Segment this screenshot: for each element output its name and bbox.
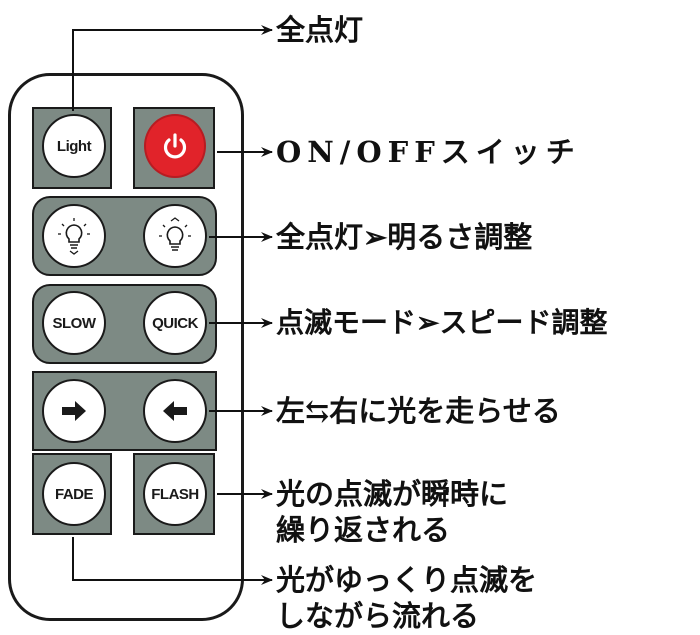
quick-button[interactable]: QUICK <box>143 291 207 355</box>
arrow-left-icon <box>163 401 187 421</box>
arrow-right-icon <box>62 401 86 421</box>
light-button[interactable]: Light <box>42 114 106 178</box>
slow-button[interactable]: SLOW <box>42 291 106 355</box>
slow-button-label: SLOW <box>52 314 97 332</box>
fade-button-label: FADE <box>54 485 94 503</box>
annotation-fade-line1: 光がゆっくり点滅を <box>276 563 538 597</box>
annotation-fade-line2: しながら流れる <box>276 599 480 633</box>
bulb-dim-icon <box>58 218 90 255</box>
quick-button-label: QUICK <box>152 314 198 332</box>
brightness-down-button[interactable] <box>42 204 106 268</box>
flash-button-label: FLASH <box>151 485 199 503</box>
annotation-flash-line2: 繰り返される <box>276 513 451 547</box>
power-button[interactable] <box>144 114 206 178</box>
annotation-flash: 光の点滅が瞬時に 繰り返される <box>276 476 606 548</box>
bulb-bright-icon <box>159 217 191 251</box>
light-button-label: Light <box>56 137 92 155</box>
annotation-chase: 左⇆右に光を走らせる <box>276 394 561 428</box>
annotation-speed: 点滅モード➢スピード調整 <box>276 306 608 339</box>
left-arrow-button[interactable] <box>143 379 207 443</box>
annotation-fade: 光がゆっくり点滅を しながら流れる <box>276 562 606 634</box>
annotation-on-off: ON/OFFスイッチ <box>276 135 581 169</box>
flash-button[interactable]: FLASH <box>143 462 207 526</box>
annotation-flash-line1: 光の点滅が瞬時に <box>276 477 509 511</box>
brightness-up-button[interactable] <box>143 204 207 268</box>
power-icon <box>163 133 187 159</box>
fade-button[interactable]: FADE <box>42 462 106 526</box>
annotation-brightness: 全点灯➢明るさ調整 <box>276 220 533 254</box>
annotation-all-on: 全点灯 <box>276 13 364 47</box>
right-arrow-button[interactable] <box>42 379 106 443</box>
